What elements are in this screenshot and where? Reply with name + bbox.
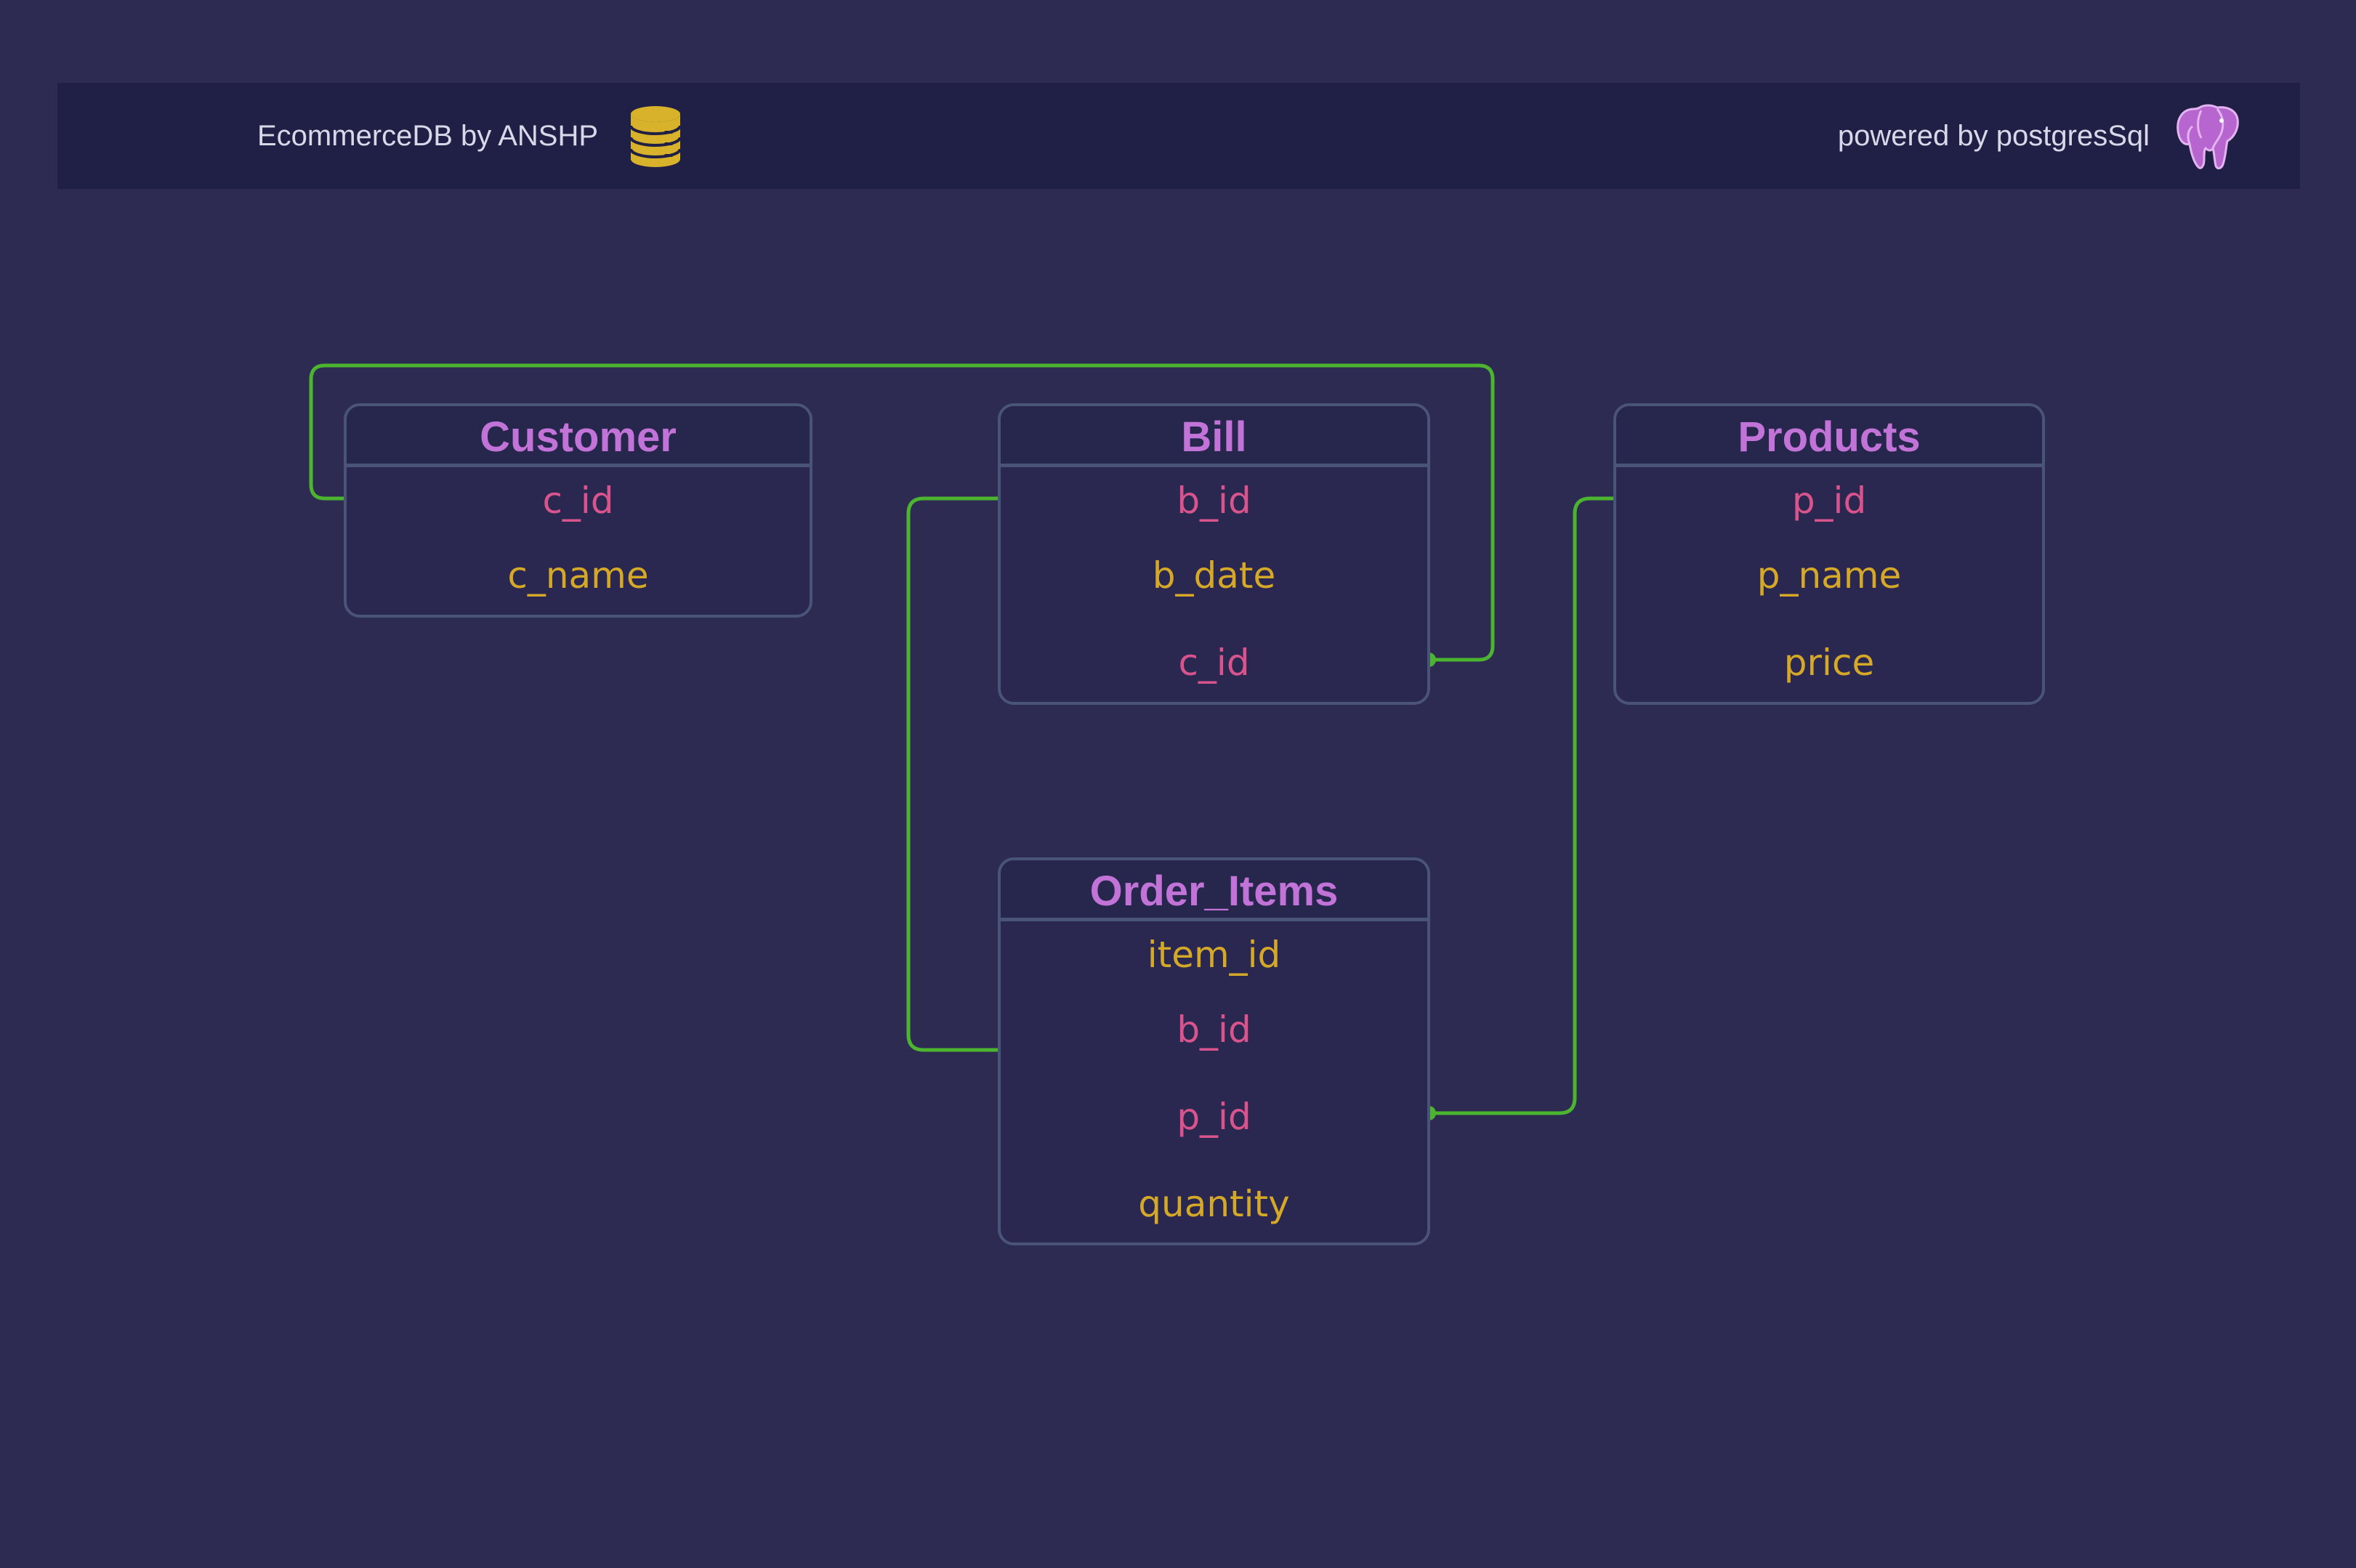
relationship-products-orderitems-line (1429, 496, 1615, 1115)
entity-title: Order_Items (1001, 860, 1427, 921)
attribute-b-date: b_date (1152, 554, 1276, 597)
brand-title: EcommerceDB by ANSHP (257, 120, 599, 152)
attribute-b-id: b_id (1177, 1009, 1251, 1051)
attribute-p-name: p_name (1756, 554, 1902, 597)
database-icon (629, 106, 682, 167)
attribute-b-id: b_id (1177, 480, 1251, 522)
attribute-p-id: p_id (1177, 1096, 1251, 1138)
attribute-c-id: c_id (542, 480, 614, 522)
attribute-p-id: p_id (1791, 480, 1867, 522)
entity-title: Customer (347, 406, 810, 467)
attribute-price: price (1783, 642, 1875, 684)
entity-bill[interactable]: Bill b_id b_date c_id (998, 403, 1430, 705)
postgresql-elephant-icon (2177, 104, 2239, 170)
entity-order-items[interactable]: Order_Items item_id b_id p_id quantity (998, 857, 1430, 1245)
entity-products[interactable]: Products p_id p_name price (1613, 403, 2045, 705)
entity-title: Bill (1001, 406, 1427, 467)
attribute-item-id: item_id (1147, 934, 1281, 976)
attribute-c-name: c_name (507, 554, 649, 597)
relationship-bill-orderitems-line (906, 496, 1007, 1052)
header-bar: EcommerceDB by ANSHP powered by postgres… (57, 83, 2300, 189)
entity-title: Products (1616, 406, 2042, 467)
attribute-quantity: quantity (1138, 1183, 1290, 1225)
attribute-c-id: c_id (1178, 642, 1250, 684)
entity-customer[interactable]: Customer c_id c_name (344, 403, 812, 618)
powered-by-label: powered by postgresSql (1837, 120, 2150, 152)
